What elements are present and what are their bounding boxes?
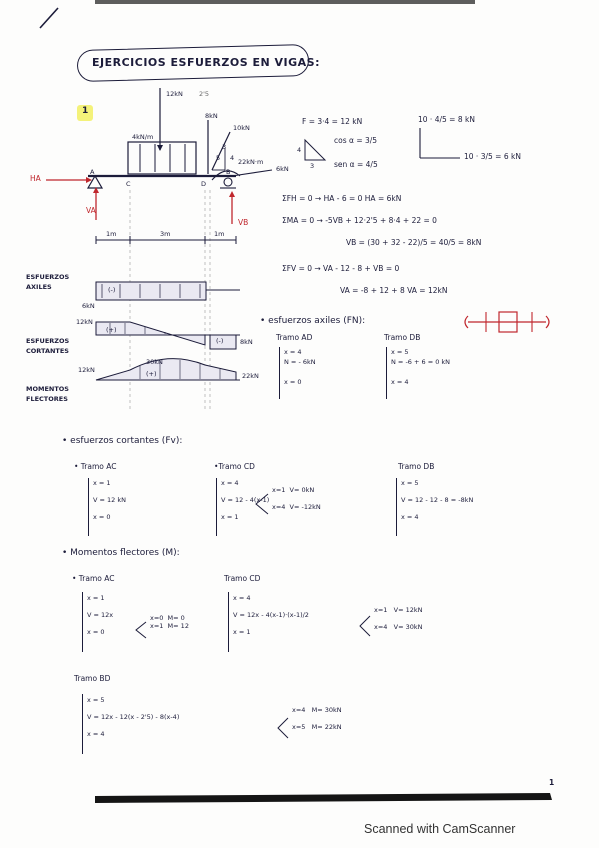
- beam-load-8kn: 8kN: [205, 112, 218, 120]
- axiles-tramo-db: Tramo DB: [384, 333, 421, 342]
- beam-angle-3: 3: [222, 143, 227, 151]
- shear-sign-minus: (-): [216, 337, 224, 345]
- eq-vb: VB = (30 + 32 - 22)/5 = 40/5 = 8kN: [346, 238, 482, 247]
- shear-shape: [95, 321, 206, 346]
- force-f-line: F = 3·4 = 12 kN: [302, 117, 363, 126]
- beam-angle-4: 4: [230, 154, 235, 162]
- cortantes-tramo-cd: •Tramo CD: [214, 462, 255, 471]
- cortantes-ac-lines: x = 1 V = 12 kN x = 0: [93, 479, 126, 521]
- sen-line: sen α = 4/5: [334, 160, 378, 169]
- component-6kn: 10 · 3/5 = 6 kN: [464, 152, 521, 161]
- scanner-watermark: Scanned with CamScanner: [364, 822, 516, 836]
- shear-8: 8kN: [240, 338, 253, 346]
- shear-12: 12kN: [76, 318, 93, 326]
- axiles-ad-lines: x = 4 N = - 6kN x = 0: [284, 348, 316, 387]
- shear-sign-plus: (+): [106, 326, 117, 334]
- cortantes-heading: • esfuerzos cortantes (Fv):: [62, 436, 183, 446]
- moment-shape: [95, 358, 237, 381]
- beam-angle-5: 5: [216, 154, 221, 162]
- moment-30: 30kN: [146, 358, 163, 366]
- support-a: [86, 174, 104, 189]
- beam-label-b: B: [226, 168, 231, 176]
- axiles-tramo-ad: Tramo AD: [276, 333, 313, 342]
- page-number: 1: [549, 778, 555, 787]
- axial-sign: (-): [108, 286, 116, 294]
- eq-sum-fh: ΣFH = 0 → HA - 6 = 0 HA = 6kN: [282, 194, 402, 203]
- cortantes-db-lines: x = 5 V = 12 - 12 - 8 = -8kN x = 4: [401, 479, 474, 521]
- axial-value: 6kN: [82, 302, 95, 310]
- shear-diagram-label: ESFUERZOS CORTANTES: [26, 337, 70, 356]
- momentos-bd-lines: x = 5 V = 12x - 12(x - 2'5) - 8(x-4) x =…: [87, 696, 180, 738]
- axial-block: [95, 281, 207, 301]
- eq-va: VA = -8 + 12 + 8 VA = 12kN: [340, 286, 448, 295]
- momentos-tramo-ac: • Tramo AC: [72, 574, 115, 583]
- cortantes-tramo-ac: • Tramo AC: [74, 462, 117, 471]
- momentos-ac-lines: x = 1 V = 12x x = 0: [87, 594, 114, 636]
- axial-diagram-label: ESFUERZOS AXILES: [26, 273, 70, 292]
- load-10kn-arrow: [211, 131, 231, 171]
- exercise-number: 1: [82, 106, 89, 116]
- moment-arc: [211, 170, 241, 181]
- exercise-number-highlight: [77, 105, 93, 121]
- page-title: EJERCICIOS ESFUERZOS EN VIGAS:: [92, 56, 320, 69]
- beam-dim-2-5: 2'5: [199, 90, 210, 98]
- momentos-bd-branch: x=4 M= 30kN x=5 M= 22kN: [292, 706, 342, 731]
- distributed-load-box: [127, 141, 197, 175]
- eq-sum-fv: ΣFV = 0 → VA - 12 - 8 + VB = 0: [282, 264, 400, 273]
- beam-moment: 22kN·m: [238, 158, 264, 166]
- beam-dist-load: 4kN/m: [132, 133, 154, 141]
- cos-line: cos α = 3/5: [334, 136, 378, 145]
- momentos-heading: • Momentos flectores (M):: [62, 548, 180, 558]
- momentos-cd-branch: x=1 V= 12kN x=4 V= 30kN: [374, 606, 423, 631]
- beam-label-c: C: [126, 180, 131, 188]
- beam-load-10kn: 10kN: [233, 124, 250, 132]
- momentos-ac-branch: x=0 M= 0 x=1 M= 12: [150, 614, 189, 631]
- moment-22: 22kN: [242, 372, 259, 380]
- momentos-tramo-bd: Tramo BD: [74, 674, 111, 683]
- eq-sum-ma: ΣMA = 0 → -5VB + 12·2'5 + 8·4 + 22 = 0: [282, 216, 437, 225]
- component-8kn: 10 · 4/5 = 8 kN: [418, 115, 475, 124]
- cortantes-tramo-db: Tramo DB: [398, 462, 435, 471]
- beam-load-12kn: 12kN: [166, 90, 183, 98]
- beam-ha: HA: [30, 174, 41, 183]
- moment-diagram-label: MOMENTOS FLECTORES: [26, 385, 69, 404]
- momentos-cd-lines: x = 4 V = 12x - 4(x-1)·(x-1)/2 x = 1: [233, 594, 309, 636]
- beam-va: VA: [86, 206, 96, 215]
- cortantes-cd-lines: x = 4 V = 12 - 4(x-1) x = 1: [221, 479, 270, 521]
- cortantes-cd-branch: x=1 V= 0kN x=4 V= -12kN: [272, 486, 321, 511]
- axiles-heading: • esfuerzos axiles (FN):: [260, 316, 366, 326]
- axiles-db-lines: x = 5 N = -6 + 6 = 0 kN x = 4: [391, 348, 451, 387]
- beam-horiz-6kn: 6kN: [276, 165, 289, 173]
- support-b: [223, 177, 233, 187]
- span-2: 3m: [160, 230, 171, 238]
- momentos-tramo-cd: Tramo CD: [224, 574, 261, 583]
- span-1: 1m: [106, 230, 117, 238]
- moment-sign: (+): [146, 370, 157, 378]
- span-3: 1m: [214, 230, 225, 238]
- triangle-3: 3: [310, 162, 315, 170]
- beam-label-d: D: [201, 180, 207, 188]
- beam-label-a: A: [90, 168, 95, 176]
- beam-vb: VB: [238, 218, 249, 227]
- triangle-4: 4: [297, 146, 302, 154]
- moment-12: 12kN: [78, 366, 95, 374]
